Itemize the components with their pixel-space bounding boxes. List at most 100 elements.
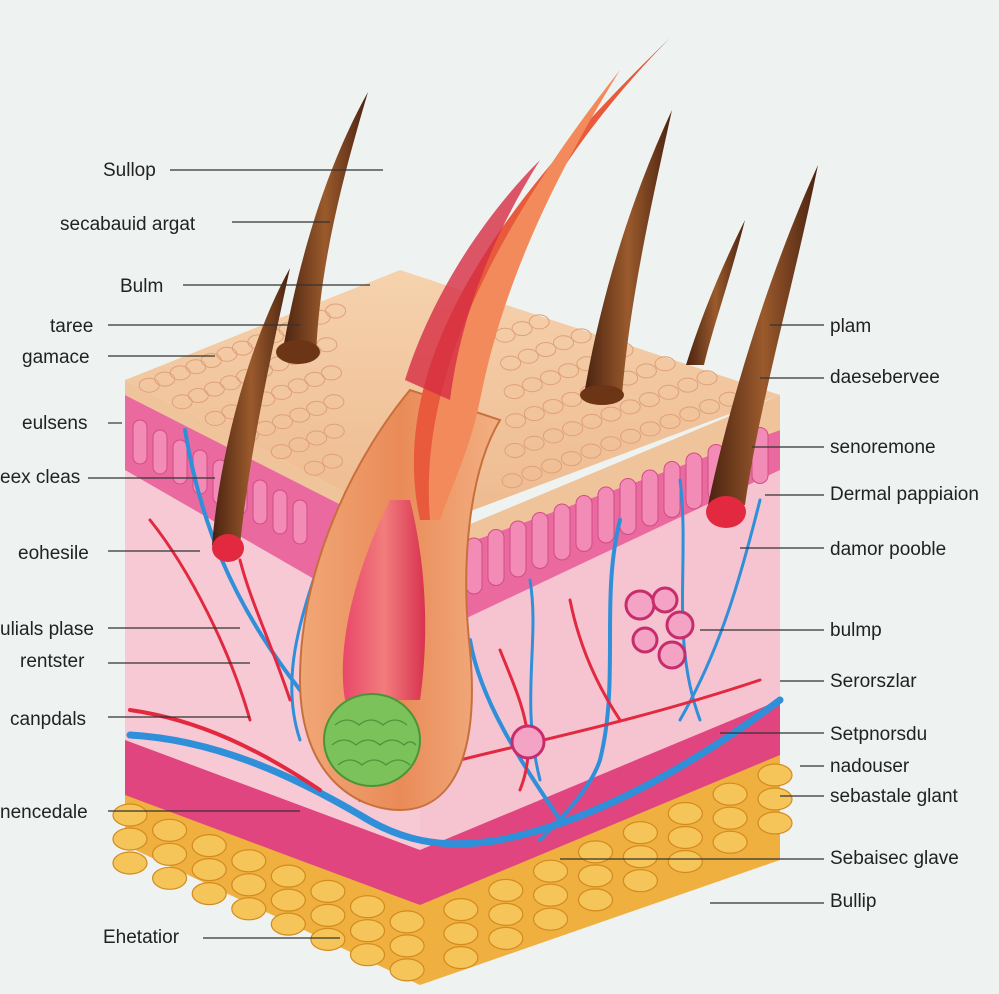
label-right-4: Dermal pappiaion [830, 484, 979, 505]
label-right-1: plam [830, 316, 872, 337]
surface-cell [523, 406, 545, 422]
label-right-11: Sebaisec glave [830, 848, 959, 869]
surface-cell [540, 370, 561, 386]
fat-cell [349, 919, 386, 943]
label-right-7: Serorszlar [830, 671, 917, 692]
fat-cell [577, 840, 614, 864]
label-left-11: canpdals [10, 709, 87, 730]
label-right-2: daesebervee [830, 367, 940, 388]
label-left-7: eex cleas [0, 467, 81, 488]
surface-cell [639, 421, 661, 437]
papilla-bump [509, 520, 527, 578]
fat-cell [389, 910, 425, 934]
surface-cell [679, 406, 701, 422]
dermal-papilla [323, 693, 421, 787]
label-right-6: bulmp [830, 620, 882, 641]
fat-cell [112, 851, 148, 875]
fat-cell-texture [112, 763, 793, 982]
surface-cell [521, 377, 543, 393]
fat-cell [488, 878, 524, 903]
papilla-bump [132, 419, 148, 465]
fat-cell [622, 869, 659, 893]
fat-cell [231, 897, 267, 921]
surface-cell [517, 348, 539, 364]
fat-cell [577, 888, 614, 912]
fat-cell [191, 857, 227, 882]
surface-cell [511, 321, 533, 337]
surface-cell [570, 328, 592, 344]
surface-cell [287, 378, 309, 394]
label-left-5: gamace [22, 347, 90, 368]
surface-cell [620, 428, 642, 444]
surface-cell [271, 384, 293, 400]
papilla-bump [619, 478, 637, 535]
fat-cell [667, 825, 703, 850]
surface-cell [553, 335, 574, 351]
surface-cell [503, 384, 525, 400]
fat-cell [488, 902, 524, 927]
surface-cell [521, 465, 543, 481]
label-right-12: Bullip [830, 891, 877, 912]
surface-cell [306, 430, 328, 446]
fat-cell [152, 866, 188, 890]
surface-cell [505, 413, 527, 429]
fat-cell [231, 849, 267, 873]
surface-cell [316, 337, 338, 353]
surface-cell [289, 407, 311, 423]
surface-cell [204, 410, 226, 426]
leader-lines [88, 169, 824, 939]
surface-cell [600, 406, 622, 422]
surface-cell [272, 414, 293, 430]
papilla-bump [252, 479, 268, 525]
surface-cell [561, 391, 583, 407]
surface-cell [562, 421, 584, 437]
surface-cell [560, 451, 582, 467]
papilla-bump [272, 489, 288, 535]
surface-cell [541, 458, 563, 474]
fat-cell [712, 806, 748, 830]
fat-cell [152, 842, 188, 866]
surface-cell [600, 436, 622, 452]
surface-cell [303, 460, 325, 476]
fat-cell [712, 830, 748, 854]
surface-cell [304, 371, 326, 387]
fat-cell [270, 888, 306, 912]
fat-cell [532, 907, 569, 931]
fat-cell [389, 934, 425, 958]
papilla-bump [553, 503, 571, 561]
papilla-bump [575, 495, 593, 552]
label-right-9: nadouser [830, 756, 910, 777]
label-left-13: Ehetatior [103, 927, 180, 948]
surface-cell [542, 399, 564, 414]
surface-cell [654, 356, 676, 372]
surface-cell [306, 400, 328, 416]
papilla-bump [663, 461, 681, 518]
fat-cell [757, 787, 793, 811]
surface-cell [638, 392, 660, 408]
fat-cell [622, 821, 659, 845]
fat-cell [310, 903, 346, 928]
surface-cell [323, 423, 345, 439]
fat-cell [443, 897, 479, 922]
fat-cell [667, 801, 703, 826]
fat-cell [349, 895, 386, 919]
label-left-6: eulsens [22, 413, 88, 434]
label-right-10: sebastale glant [830, 786, 958, 807]
surface-cell [635, 363, 657, 379]
papilla-bump [487, 529, 505, 586]
fat-cell [112, 827, 148, 851]
surface-cell [325, 303, 347, 319]
fat-cell [757, 811, 793, 835]
papilla-bump [597, 486, 615, 544]
fat-cell [112, 803, 148, 827]
surface-cell [528, 314, 550, 330]
surface-cell [270, 444, 292, 460]
fat-cell [231, 873, 267, 897]
surface-cell [219, 375, 241, 391]
fat-cell [488, 926, 524, 951]
gland-cells [510, 586, 695, 760]
surface-cell [203, 381, 225, 397]
fat-cell [191, 881, 227, 906]
surface-cell [619, 399, 641, 415]
